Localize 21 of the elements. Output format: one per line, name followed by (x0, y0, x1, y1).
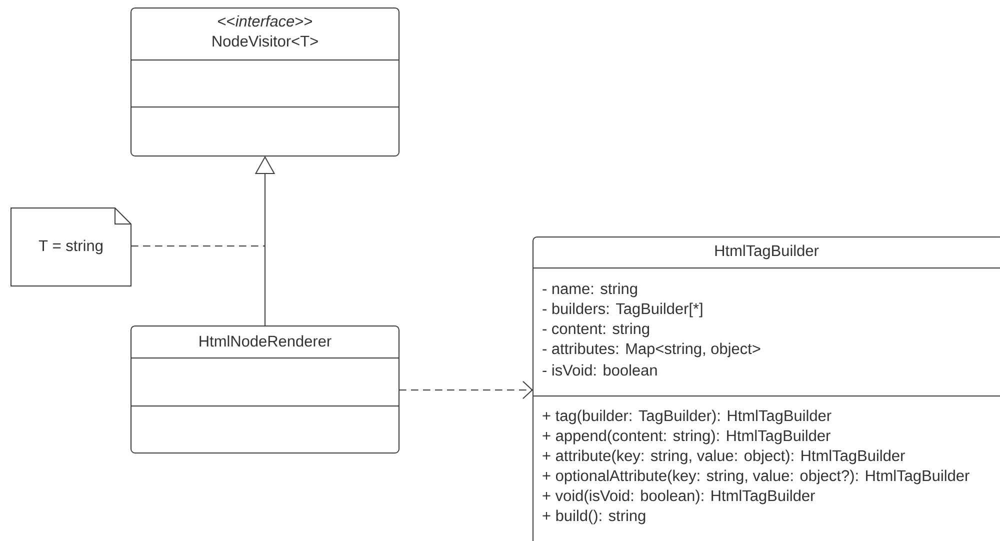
note-text: T = string (38, 240, 102, 254)
class-name: NodeVisitor<T> (212, 35, 318, 47)
method-text: + append(content: string): HtmlTagBuilder (542, 430, 830, 444)
class-name: HtmlNodeRenderer (200, 335, 332, 347)
method-text: + build(): string (542, 510, 646, 524)
method-text: + attribute(key: string, value: object): HtmlTagBuilder (542, 450, 905, 464)
class-box (532, 236, 1000, 541)
method-text: + void(isVoid: boolean): HtmlTagBuilder (542, 490, 815, 504)
method-text: + tag(builder: TagBuilder): HtmlTagBuilder (542, 410, 832, 424)
arrow (398, 380, 533, 400)
attribute-text: - isVoid: boolean (542, 364, 657, 376)
attribute-text: - name: string (542, 282, 637, 298)
class-box (130, 8, 400, 156)
attribute-text: - builders: TagBuilder[*] (542, 302, 702, 318)
note-box (10, 208, 132, 286)
method-text: + optionalAttribute(key: string, value: object?): HtmlTagBuilder (542, 470, 970, 484)
attribute-text: - content: string (542, 322, 650, 338)
class-name: HtmlTagBuilder (715, 244, 819, 260)
attribute-text: - attributes: Map<string, object> (542, 342, 760, 358)
stereotype: <<interface>> (218, 15, 312, 27)
class-box (130, 326, 400, 454)
